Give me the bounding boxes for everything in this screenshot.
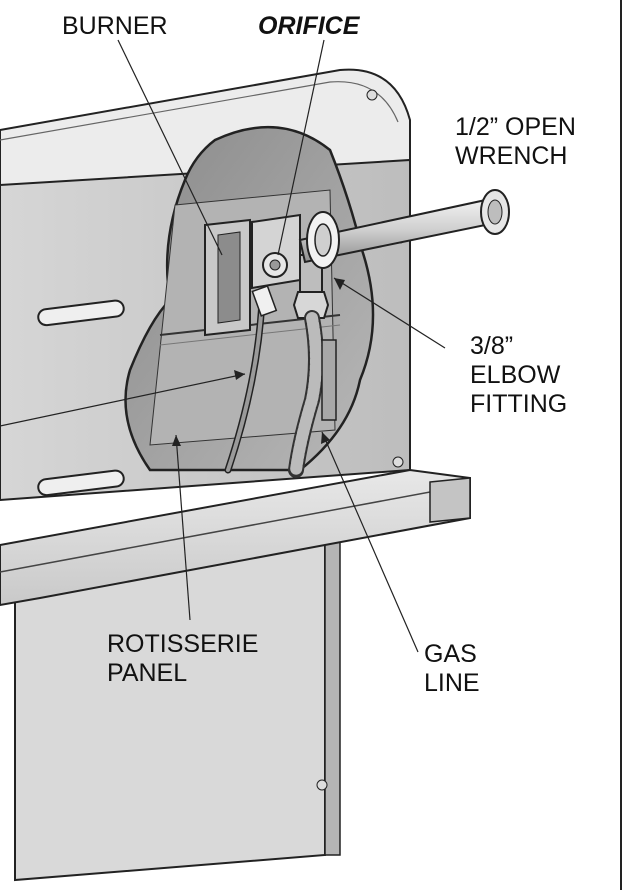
leader-burner — [117, 39, 223, 256]
frame-border — [620, 0, 622, 890]
vent-slot-upper — [37, 299, 125, 327]
leader-elbow — [333, 277, 446, 349]
label-wrench-line-2: WRENCH — [455, 142, 568, 170]
label-elbow-line-1: 3/8” — [470, 332, 514, 360]
label-rotisserie: ROTISSERIE PANEL — [107, 630, 258, 688]
cabinet-edge — [324, 519, 341, 856]
shelf-end — [429, 477, 471, 523]
leader-orifice — [277, 39, 325, 256]
label-gas-line-2: LINE — [424, 669, 480, 697]
screw — [366, 89, 378, 101]
arrow-gas — [321, 432, 330, 444]
screw — [316, 779, 328, 791]
leader-gas — [321, 431, 419, 653]
vent-slot-lower — [37, 469, 125, 497]
label-rotisserie-line-2: PANEL — [107, 659, 188, 687]
label-orifice: ORIFICE — [258, 12, 360, 40]
label-wrench: 1/2” OPEN WRENCH — [455, 113, 576, 171]
label-burner: BURNER — [62, 12, 168, 40]
screw — [392, 456, 404, 468]
label-gas-line-1: GAS — [424, 640, 477, 668]
leader-wire — [0, 373, 246, 427]
label-wrench-line-1: 1/2” OPEN — [455, 113, 576, 141]
label-elbow-line-3: FITTING — [470, 390, 568, 418]
label-gas: GAS LINE — [424, 640, 480, 698]
arrow-wire — [234, 370, 245, 380]
label-elbow: 3/8” ELBOW FITTING — [470, 332, 567, 419]
leader-lines — [0, 39, 446, 653]
burner-face — [217, 231, 241, 324]
side-bracket — [321, 339, 337, 421]
ignitor-connector — [251, 285, 278, 317]
leader-rotisserie — [175, 434, 191, 621]
arrow-rotisserie — [172, 435, 181, 446]
label-elbow-line-2: ELBOW — [470, 361, 561, 389]
arrow-elbow — [334, 278, 345, 290]
hood-inner-line — [0, 81, 399, 141]
label-rotisserie-line-1: ROTISSERIE — [107, 630, 259, 658]
elbow-nut — [292, 291, 330, 319]
